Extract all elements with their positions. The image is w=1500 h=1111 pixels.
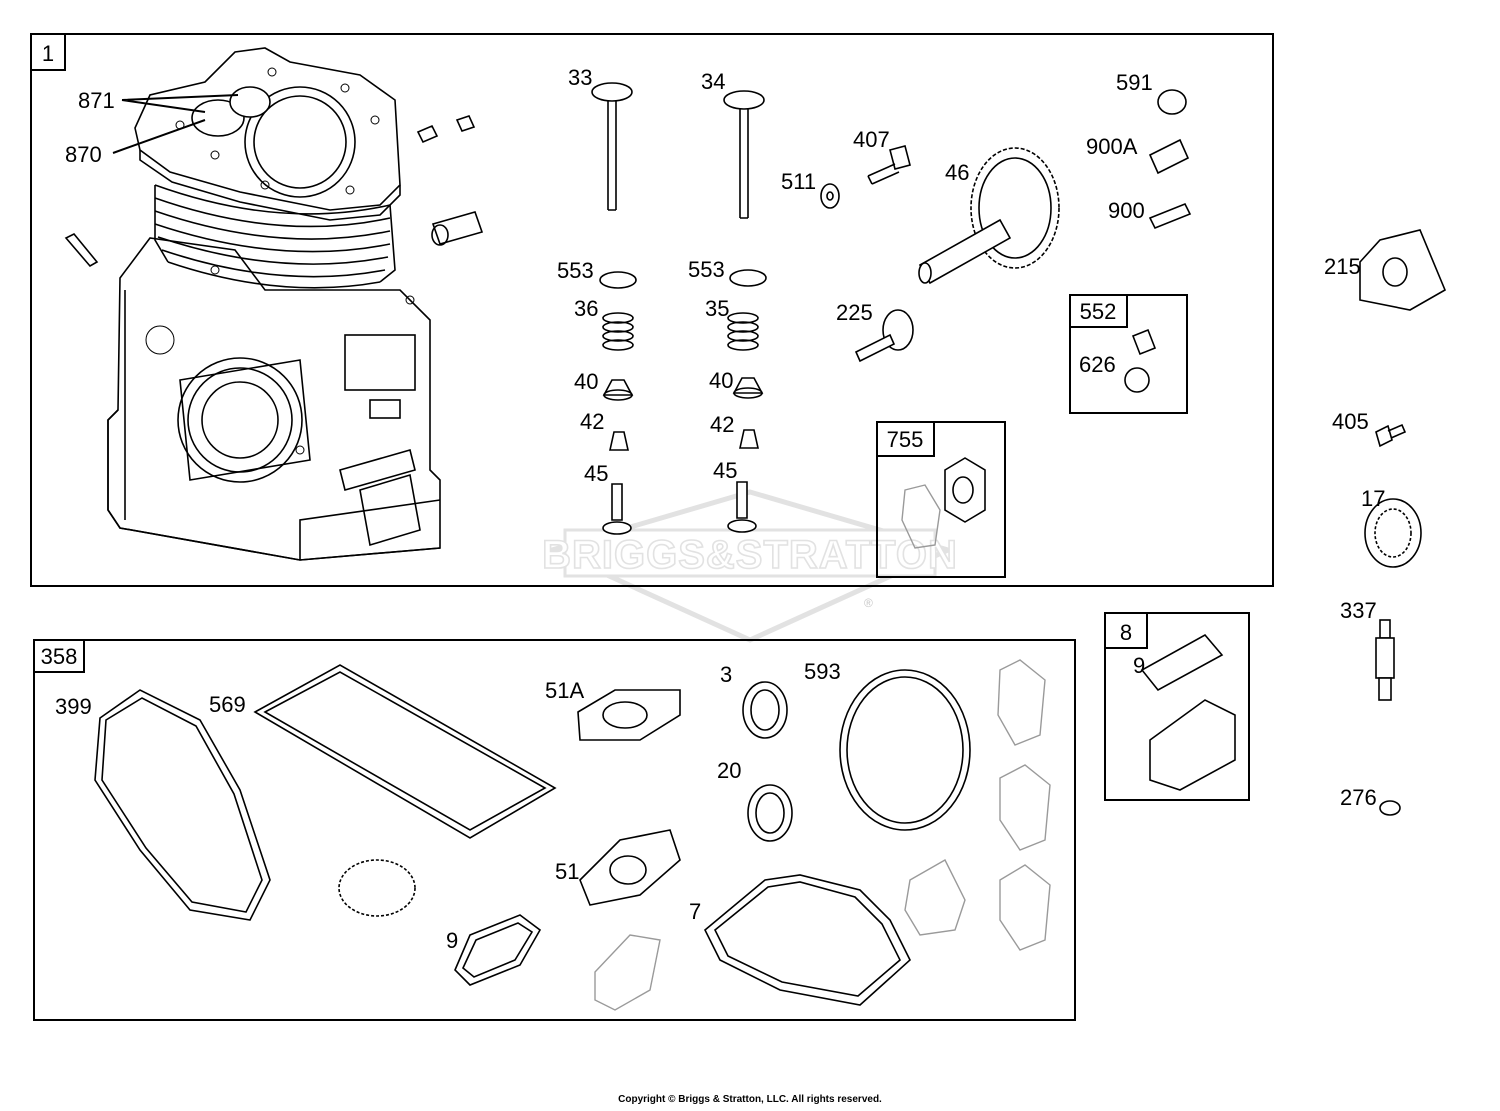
label-17: 17	[1361, 486, 1385, 511]
label-51: 51	[555, 859, 579, 884]
label-51A: 51A	[545, 678, 584, 703]
group-box-1	[30, 33, 1274, 587]
label-36: 36	[574, 296, 598, 321]
group-box-358-label: 358	[41, 644, 78, 669]
gasket-set-drawings	[94, 659, 1051, 1011]
group-box-1-label: 1	[42, 41, 54, 66]
group-box-8-label: 8	[1120, 620, 1132, 645]
label-9: 9	[446, 928, 458, 953]
label-46: 46	[945, 160, 969, 185]
label-45-right: 45	[713, 458, 737, 483]
label-225: 225	[836, 300, 873, 325]
label-42-left: 42	[580, 409, 604, 434]
right-column-drawings	[1140, 229, 1447, 816]
group-box-755-label: 755	[887, 427, 924, 452]
label-593: 593	[804, 659, 841, 684]
label-34: 34	[701, 69, 725, 94]
label-337: 337	[1340, 598, 1377, 623]
group-box-358	[33, 639, 1076, 1021]
block-hardware	[64, 115, 484, 268]
valve-train-drawings	[591, 82, 767, 535]
label-399: 399	[55, 694, 92, 719]
leader-lines	[112, 94, 239, 154]
copyright-notice: Copyright © Briggs & Stratton, LLC. All …	[618, 1094, 882, 1105]
part-labels: 871 870 33 34 553 553 36 35 40 40 42 42 …	[55, 65, 1385, 953]
label-215: 215	[1324, 254, 1361, 279]
label-407: 407	[853, 127, 890, 152]
group-box-755	[876, 421, 1006, 578]
engine-block-drawing	[107, 47, 441, 561]
label-7: 7	[689, 899, 701, 924]
label-40-right: 40	[709, 368, 733, 393]
group-box-8-tag	[1104, 612, 1148, 649]
label-553-left: 553	[557, 258, 594, 283]
camshaft-drawings	[820, 89, 1192, 549]
label-626: 626	[1079, 352, 1116, 377]
group-box-1-tag	[30, 33, 66, 71]
label-553-right: 553	[688, 257, 725, 282]
group-box-755-tag	[876, 421, 935, 457]
group-box-358-tag	[33, 639, 85, 673]
label-871: 871	[78, 88, 115, 113]
label-591: 591	[1116, 70, 1153, 95]
label-40-left: 40	[574, 369, 598, 394]
watermark-registered-mark: ®	[864, 596, 873, 610]
label-35: 35	[705, 296, 729, 321]
briggs-stratton-watermark: BRIGGS&STRATTON ®	[541, 489, 958, 643]
group-box-552-label: 552	[1080, 299, 1117, 324]
label-569: 569	[209, 692, 246, 717]
label-45-left: 45	[584, 461, 608, 486]
label-9-box: 9	[1133, 653, 1145, 678]
label-20: 20	[717, 758, 741, 783]
group-box-552-tag	[1069, 294, 1128, 328]
label-3: 3	[720, 662, 732, 687]
group-box-8	[1104, 612, 1250, 801]
watermark-logo-text: BRIGGS&STRATTON	[542, 533, 958, 577]
label-42-right: 42	[710, 412, 734, 437]
label-405: 405	[1332, 409, 1369, 434]
label-33: 33	[568, 65, 592, 90]
label-900A: 900A	[1086, 134, 1138, 159]
label-276: 276	[1340, 785, 1377, 810]
label-900: 900	[1108, 198, 1145, 223]
label-511: 511	[781, 169, 816, 194]
group-box-552	[1069, 294, 1188, 414]
label-870: 870	[65, 142, 102, 167]
